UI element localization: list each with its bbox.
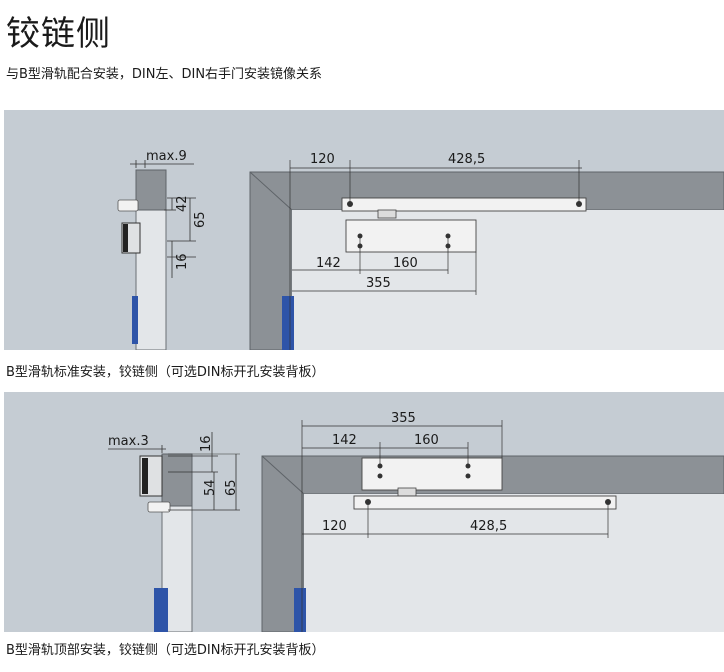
dim-142-label: 142 — [316, 256, 341, 271]
hinge-blue-4 — [294, 588, 306, 632]
dim-120-label-2: 120 — [322, 519, 347, 534]
figure-1-panel: max.9 42 65 16 — [4, 110, 724, 350]
page-title: 铰链侧 — [6, 14, 111, 54]
dim-160-label: 160 — [393, 256, 418, 271]
side-view: max.9 42 65 16 — [117, 149, 208, 350]
dim-160-label-2: 160 — [414, 433, 439, 448]
slide-rail-2 — [353, 495, 617, 510]
arm-connector — [377, 209, 397, 219]
dim-16-label-2: 16 — [199, 435, 214, 452]
dim-65-label: 65 — [193, 211, 208, 228]
figure-1-drawing: max.9 42 65 16 — [117, 149, 724, 350]
dim-120-label: 120 — [310, 152, 335, 167]
dim-355-label: 355 — [366, 276, 391, 291]
hinge-blue-1 — [132, 296, 138, 344]
door-leaf-front-2 — [304, 494, 724, 632]
hinge-blue-3 — [154, 588, 168, 632]
dim-142-label-2: 142 — [332, 433, 357, 448]
side-view-2: max.3 16 54 65 — [108, 432, 240, 632]
figure-2-panel: max.3 16 54 65 — [4, 392, 724, 632]
front-view-2: 355 142 160 120 428,5 — [261, 411, 724, 632]
dim-54-label-2: 54 — [203, 479, 218, 496]
hinge-blue-2 — [282, 296, 294, 350]
dim-16-label: 16 — [175, 253, 190, 270]
slide-rail-profile — [117, 199, 139, 212]
dim-355-label-2: 355 — [391, 411, 416, 426]
dim-max-label-2: max.3 — [108, 434, 149, 449]
closer-end-cap — [123, 224, 128, 252]
dim-42-label: 42 — [175, 195, 190, 212]
closer-body — [345, 219, 477, 253]
front-view: 120 428,5 142 160 355 — [249, 152, 724, 350]
dim-65-label-2: 65 — [224, 479, 239, 496]
closer-body-2 — [361, 457, 503, 491]
page-subtitle: 与B型滑轨配合安装，DIN左、DIN右手门安装镜像关系 — [6, 67, 323, 82]
figure-1-caption: B型滑轨标准安装，铰链侧（可选DIN标开孔安装背板） — [6, 365, 325, 380]
frame-section-2 — [161, 453, 193, 507]
figure-2-drawing: max.3 16 54 65 — [108, 411, 724, 632]
figure-2-caption: B型滑轨顶部安装，铰链侧（可选DIN标开孔安装背板） — [6, 643, 325, 658]
slide-rail — [341, 197, 587, 212]
closer-end-cap-2 — [142, 458, 148, 494]
arm-connector-2 — [397, 487, 417, 497]
dim-428-label-2: 428,5 — [470, 519, 507, 534]
slide-rail-profile-2 — [147, 501, 171, 513]
dim-max-label: max.9 — [146, 149, 187, 164]
frame-section — [135, 169, 167, 211]
dim-428-label: 428,5 — [448, 152, 485, 167]
